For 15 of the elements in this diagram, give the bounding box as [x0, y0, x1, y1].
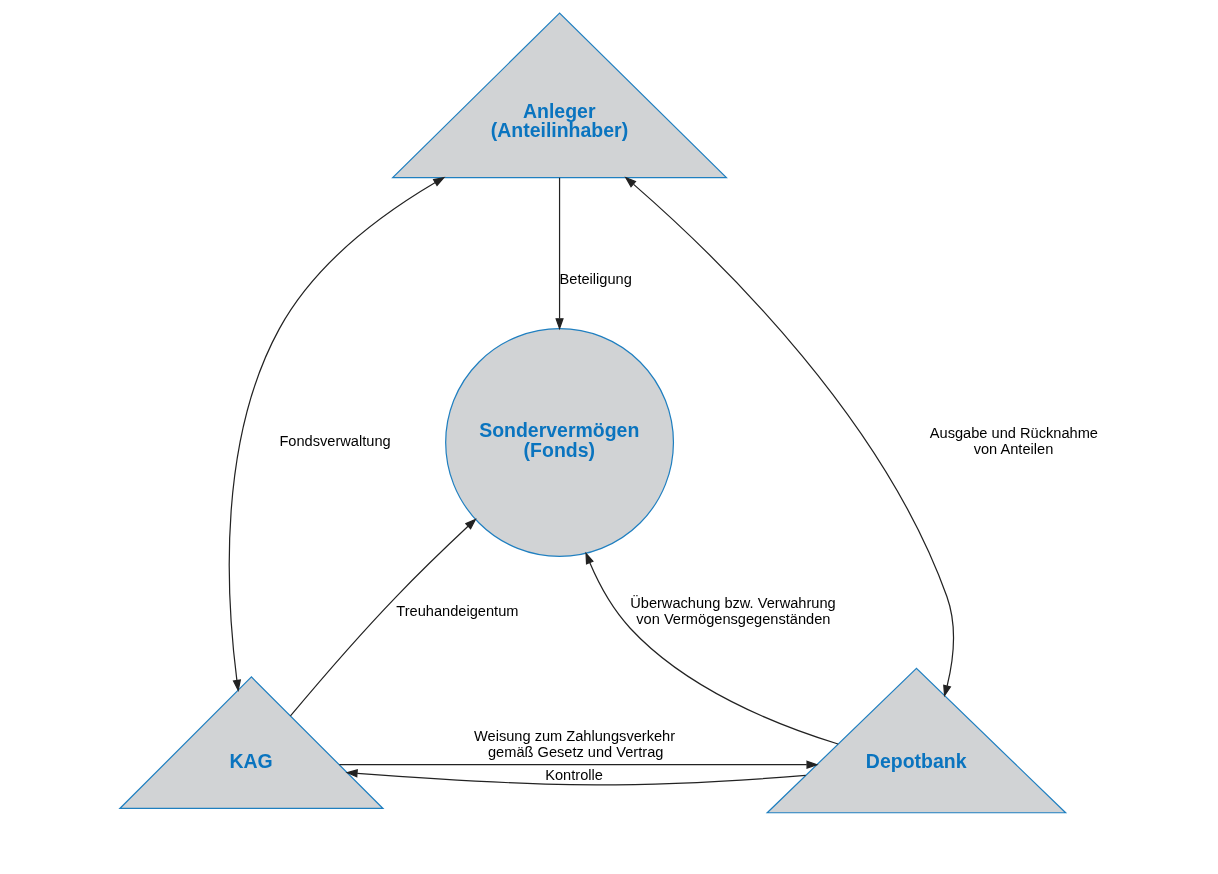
edge-label: Kontrolle — [544, 766, 603, 783]
edge-label: Ausgabe und Rücknahme von Anteilen — [929, 425, 1098, 458]
arrow — [289, 518, 477, 717]
arrow — [344, 769, 806, 786]
arrow — [623, 176, 954, 698]
edge-label: Fondsverwaltung — [278, 433, 391, 450]
arrow — [228, 176, 445, 692]
arrow — [554, 177, 564, 331]
edge-label: Überwachung bzw. Verwahrung von Vermögensgegenständen — [629, 595, 836, 628]
edge-label: Beteiligung — [559, 271, 632, 288]
edge-label: Treuhandeigentum — [395, 603, 518, 620]
arrow — [584, 551, 839, 745]
node-circle: Sondervermögen (Fonds) — [444, 328, 674, 557]
arrow — [338, 760, 819, 769]
edge-label: Weisung zum Zahlungsverkehr gemäß Gesetz und Vertrag — [473, 728, 675, 760]
